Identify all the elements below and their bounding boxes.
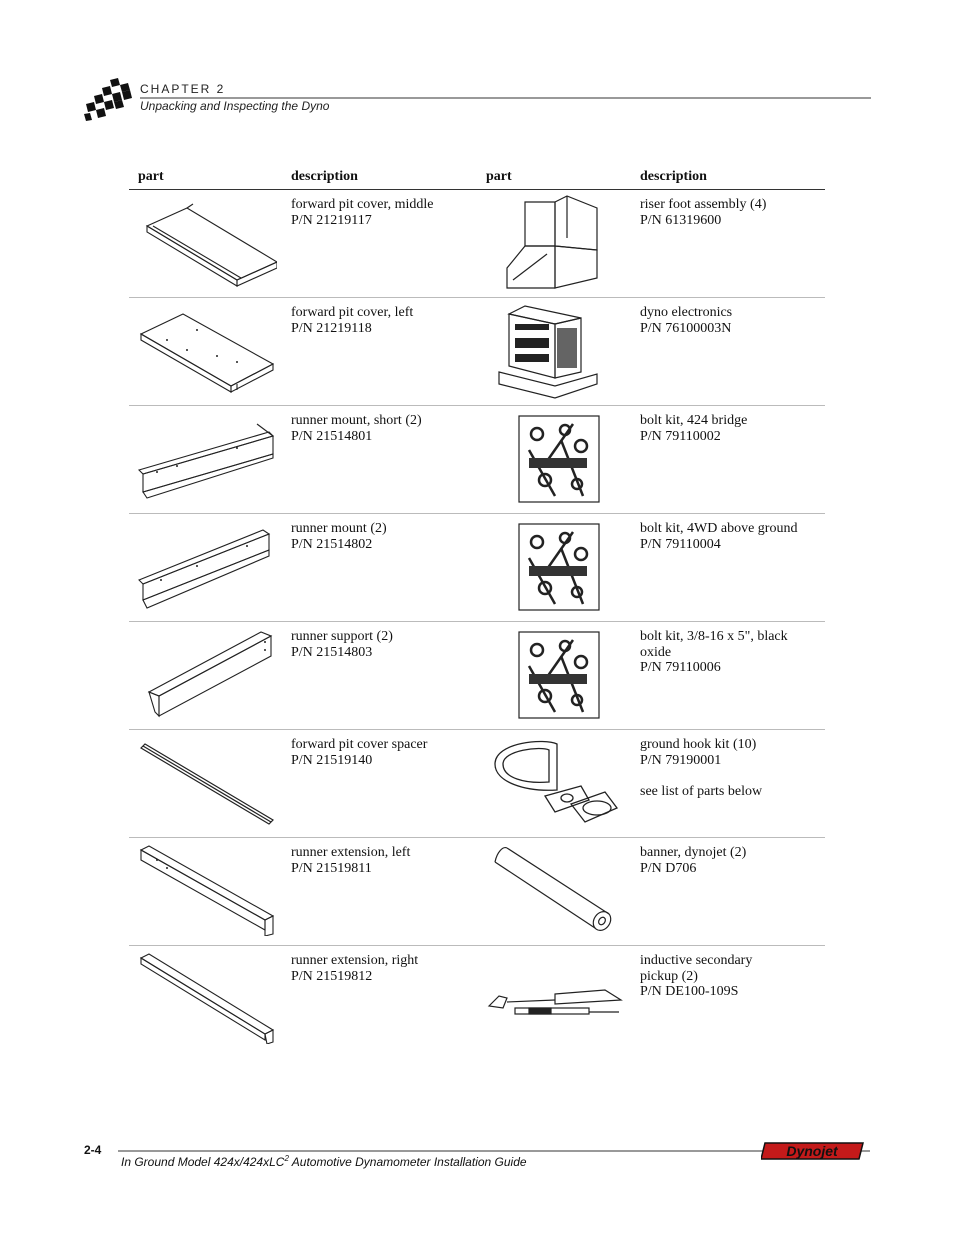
- right-description: bolt kit, 4WD above ground P/N 79110004: [640, 521, 798, 552]
- table-row: runner mount, short (2) P/N 21514801 bol…: [129, 406, 825, 514]
- runner-support-icon: [147, 631, 273, 718]
- right-description: dyno electronics P/N 76100003N: [640, 305, 733, 336]
- table-row: runner support (2) P/N 21514803 bolt kit…: [129, 622, 825, 730]
- chapter-title: Unpacking and Inspecting the Dyno: [140, 99, 330, 113]
- runner-mount-icon: [138, 529, 271, 609]
- left-description: runner extension, right P/N 21519812: [291, 953, 419, 984]
- left-description: runner extension, left P/N 21519811: [291, 845, 411, 876]
- table-row: forward pit cover, left P/N 21219118 dyn…: [129, 298, 825, 406]
- runner-extension-right-icon: [139, 953, 275, 1044]
- ground-hook-icon: [494, 740, 619, 823]
- right-description: ground hook kit (10) P/N 79190001 see li…: [640, 737, 763, 799]
- table-row: forward pit cover spacer P/N 21519140 gr…: [129, 730, 825, 838]
- left-description: forward pit cover, middle P/N 21219117: [291, 197, 434, 228]
- right-description: bolt kit, 3/8-16 x 5", black oxide P/N 7…: [640, 629, 788, 675]
- left-description: runner mount (2) P/N 21514802: [291, 521, 387, 552]
- bolt-kit-icon: [518, 631, 600, 719]
- header-rule: [140, 97, 871, 99]
- footer-title: In Ground Model 424x/424xLC2 Automotive …: [121, 1154, 527, 1169]
- header-description-2: description: [640, 169, 707, 184]
- pit-cover-middle-icon: [145, 203, 277, 287]
- checkered-flag-icon: [84, 78, 132, 121]
- header-part-2: part: [486, 169, 512, 184]
- table-header: part description part description: [129, 168, 825, 190]
- runner-extension-left-icon: [139, 845, 275, 936]
- table-row: forward pit cover, middle P/N 21219117 r…: [129, 190, 825, 298]
- header-part-1: part: [138, 169, 164, 184]
- left-description: forward pit cover spacer P/N 21519140: [291, 737, 428, 768]
- header-description-1: description: [291, 169, 358, 184]
- bolt-kit-icon: [518, 415, 600, 503]
- left-description: runner mount, short (2) P/N 21514801: [291, 413, 422, 444]
- dynojet-logo: Dynojet: [761, 1142, 864, 1160]
- pit-cover-left-icon: [139, 313, 275, 393]
- left-description: forward pit cover, left P/N 21219118: [291, 305, 414, 336]
- footer-rule: [118, 1150, 870, 1152]
- inductive-pickup-icon: [487, 989, 623, 1015]
- page-number: 2-4: [84, 1143, 102, 1157]
- bolt-kit-icon: [518, 523, 600, 611]
- right-description: inductive secondary pickup (2) P/N DE100…: [640, 953, 753, 999]
- runner-mount-short-icon: [137, 423, 275, 499]
- right-description: banner, dynojet (2) P/N D706: [640, 845, 747, 876]
- left-description: runner support (2) P/N 21514803: [291, 629, 393, 660]
- riser-foot-icon: [506, 195, 598, 289]
- chapter-label: CHAPTER 2: [140, 82, 226, 96]
- svg-text:Dynojet: Dynojet: [786, 1143, 839, 1159]
- dyno-electronics-icon: [498, 305, 598, 399]
- table-row: runner extension, right P/N 21519812 ind…: [129, 946, 825, 1053]
- spacer-bar-icon: [140, 743, 274, 825]
- banner-roll-icon: [494, 847, 612, 931]
- parts-table: part description part description forwar…: [129, 168, 825, 1053]
- table-row: runner extension, left P/N 21519811 bann…: [129, 838, 825, 946]
- table-row: runner mount (2) P/N 21514802 bolt kit, …: [129, 514, 825, 622]
- right-description: bolt kit, 424 bridge P/N 79110002: [640, 413, 748, 444]
- right-description: riser foot assembly (4) P/N 61319600: [640, 197, 767, 228]
